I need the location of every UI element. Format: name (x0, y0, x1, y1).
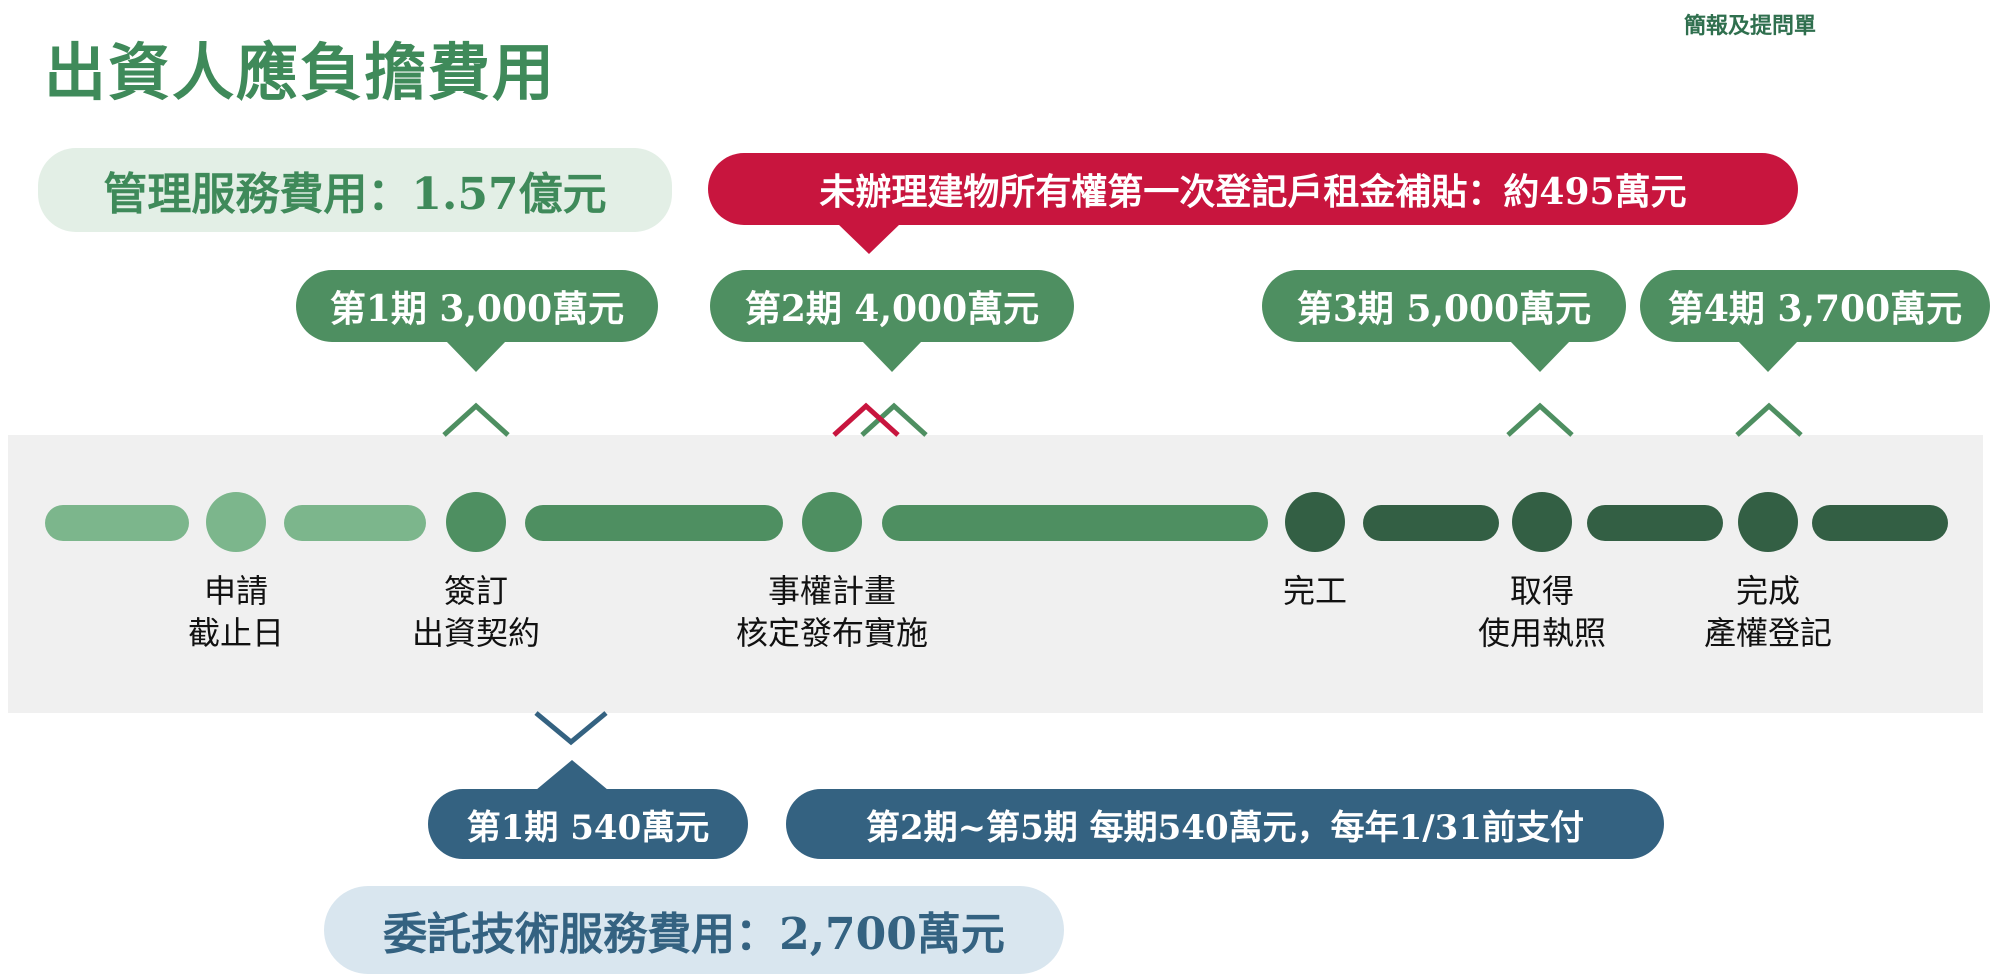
milestone-line1: 取得 (1509, 572, 1574, 610)
installment-3-badge: 第3期 5,000萬元 (1262, 270, 1626, 342)
timeline-segment (1363, 505, 1499, 541)
installment-1-badge: 第1期 3,000萬元 (296, 270, 658, 342)
tech-installment-1-label: 第1期 540萬元 (466, 807, 710, 848)
milestone-line2: 產權登記 (1703, 614, 1832, 652)
installment-2-badge: 第2期 4,000萬元 (710, 270, 1074, 342)
milestone-title-registration: 完成 產權登記 (1678, 570, 1858, 654)
milestone-line1: 簽訂 (443, 572, 508, 610)
milestone-completion: 完工 (1255, 570, 1375, 612)
milestone-node (446, 492, 506, 552)
installment-2-label: 第2期 4,000萬元 (744, 288, 1040, 330)
timeline-segment (45, 505, 189, 541)
milestone-line2: 截止日 (187, 614, 284, 652)
subsidy-pointer (838, 224, 900, 254)
milestone-line2: 出資契約 (411, 614, 540, 652)
milestone-use-permit: 取得 使用執照 (1452, 570, 1632, 654)
briefing-link[interactable]: 簡報及提問單 (1684, 14, 1817, 39)
timeline-segment (882, 505, 1268, 541)
installment-4-label: 第4期 3,700萬元 (1667, 288, 1963, 330)
tech-service-fee-label: 委託技術服務費用：2,700萬元 (383, 909, 1005, 960)
chevron-up-icon (1506, 402, 1574, 437)
milestone-node (1285, 492, 1345, 552)
timeline-segment (1587, 505, 1723, 541)
milestone-node (206, 492, 266, 552)
timeline-segment (525, 505, 783, 541)
milestone-sign-contract: 簽訂 出資契約 (386, 570, 566, 654)
milestone-line2: 使用執照 (1477, 614, 1606, 652)
milestone-line1: 事權計畫 (767, 572, 896, 610)
timeline-segment (1812, 505, 1948, 541)
timeline-segment (284, 505, 426, 541)
tech-installment-pointer (536, 760, 608, 790)
chevron-up-icon (1735, 402, 1803, 437)
tech-service-fee-badge: 委託技術服務費用：2,700萬元 (324, 886, 1064, 974)
installment-3-label: 第3期 5,000萬元 (1296, 288, 1592, 330)
milestone-line2: 核定發布實施 (735, 614, 928, 652)
milestone-line1: 申請 (203, 572, 268, 610)
timeline-band (8, 435, 1983, 713)
milestone-node (802, 492, 862, 552)
tech-installment-2-5-badge: 第2期~第5期 每期540萬元，每年1/31前支付 (786, 789, 1664, 859)
installment-2-pointer (862, 341, 922, 372)
chevron-up-icon (860, 402, 928, 437)
milestone-plan-approval: 事權計畫 核定發布實施 (712, 570, 952, 654)
page-title: 出資人應負擔費用 (44, 36, 557, 109)
milestone-application-deadline: 申請 截止日 (156, 570, 316, 654)
milestone-node (1512, 492, 1572, 552)
installment-1-label: 第1期 3,000萬元 (329, 288, 625, 330)
rent-subsidy-badge: 未辦理建物所有權第一次登記戶租金補貼：約495萬元 (708, 153, 1798, 225)
milestone-line1: 完成 (1735, 572, 1800, 610)
milestone-node (1738, 492, 1798, 552)
milestone-line1: 完工 (1282, 572, 1347, 610)
management-fee-label: 管理服務費用：1.57億元 (103, 169, 607, 220)
chevron-up-icon (832, 402, 900, 437)
installment-4-badge: 第4期 3,700萬元 (1640, 270, 1990, 342)
installment-4-pointer (1738, 341, 1798, 372)
tech-installment-2-5-label: 第2期~第5期 每期540萬元，每年1/31前支付 (866, 807, 1584, 848)
chevron-down-icon (534, 711, 608, 746)
chevron-up-icon (442, 402, 510, 437)
installment-3-pointer (1510, 341, 1570, 372)
rent-subsidy-label: 未辦理建物所有權第一次登記戶租金補貼：約495萬元 (819, 171, 1687, 213)
tech-installment-1-badge: 第1期 540萬元 (428, 789, 748, 859)
management-fee-badge: 管理服務費用：1.57億元 (38, 148, 672, 232)
installment-1-pointer (446, 341, 506, 372)
